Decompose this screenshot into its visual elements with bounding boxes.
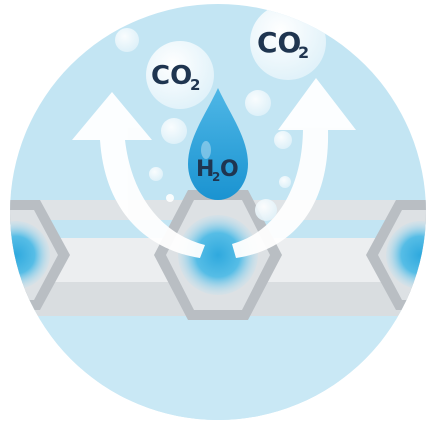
right-arrow-shaft (232, 130, 329, 258)
circle-content: CO 2 CO 2 H 2 O (10, 4, 426, 420)
bubble (274, 131, 292, 149)
bubble (149, 167, 163, 181)
h2o-h: H (196, 157, 214, 182)
co2-right-sub: 2 (298, 43, 309, 62)
water-drop-icon: H 2 O (188, 88, 248, 200)
bubble (115, 28, 139, 52)
co2-left-main: CO (151, 61, 192, 91)
bubble (255, 199, 277, 221)
curved-up-arrow-icon (72, 78, 356, 258)
h2o-sub: 2 (212, 170, 220, 184)
co2-bubble-left: CO 2 (146, 41, 214, 109)
h2o-o: O (220, 157, 239, 182)
co2-right-main: CO (257, 26, 301, 59)
co2-left-sub: 2 (190, 76, 200, 94)
bubbles (115, 28, 292, 221)
hexagon-right (366, 200, 426, 310)
hexagon-left (10, 200, 70, 310)
bubble (245, 90, 271, 116)
left-arrow-head (72, 92, 152, 140)
co2-bubble-right: CO 2 (250, 4, 326, 80)
hexagon-center (154, 190, 282, 320)
left-arrow-shaft (100, 140, 205, 258)
bubble (279, 176, 291, 188)
right-arrow-head (278, 78, 356, 130)
lattice-band (10, 190, 426, 320)
lower-area (10, 310, 426, 420)
bubble (161, 118, 187, 144)
bubble (166, 194, 174, 202)
